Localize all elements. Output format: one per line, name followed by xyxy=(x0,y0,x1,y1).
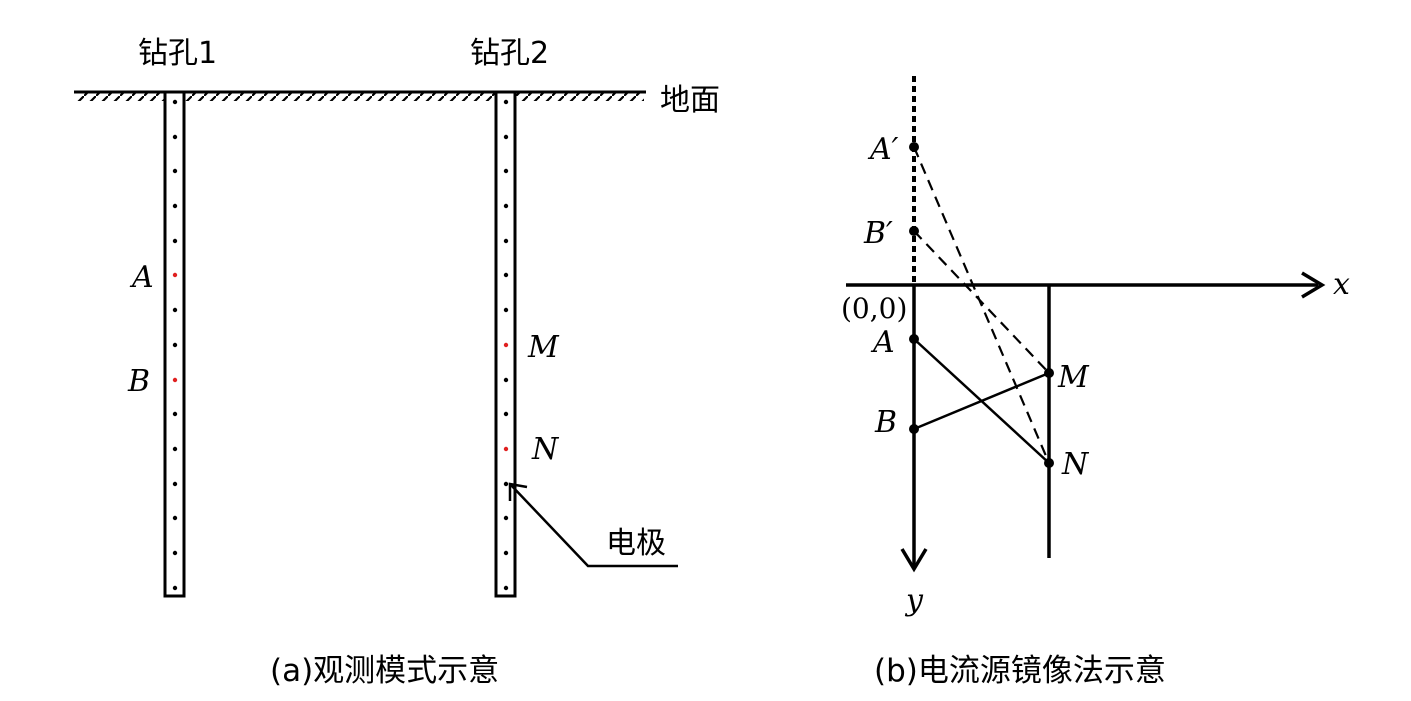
active-electrode xyxy=(503,446,509,452)
origin-label: (0,0) xyxy=(841,292,907,325)
line-b-image-to-m xyxy=(913,230,1050,374)
borehole-1-label: 钻孔1 xyxy=(138,36,217,71)
electrode xyxy=(172,342,178,348)
ground-label: 地面 xyxy=(660,83,720,118)
electrode xyxy=(503,134,509,140)
point-b-label: B xyxy=(127,364,150,399)
y-axis-label: y xyxy=(904,583,924,618)
line-a-image-to-n xyxy=(912,146,1051,464)
electrode xyxy=(172,585,178,591)
electrode xyxy=(503,238,509,244)
electrode xyxy=(172,238,178,244)
electrode xyxy=(503,307,509,313)
borehole-2-label: 钻孔2 xyxy=(470,36,549,71)
point-b xyxy=(909,424,919,434)
electrode xyxy=(172,307,178,313)
point-m-label-b: M xyxy=(1057,360,1090,395)
point-b-label-b: B xyxy=(874,405,897,440)
panel-b: A′ B′ (0,0) A B M N x y (b)电流源镜像法示意 xyxy=(841,76,1350,689)
point-b-image-label: B′ xyxy=(863,216,893,251)
electrode xyxy=(172,168,178,174)
electrode xyxy=(172,411,178,417)
active-electrode xyxy=(172,272,178,278)
electrode-pointer-arrowhead xyxy=(508,482,528,501)
electrode xyxy=(503,377,509,383)
electrode xyxy=(503,168,509,174)
point-a-label: A xyxy=(129,260,154,295)
electrode-label: 电极 xyxy=(606,526,666,561)
x-axis-label: x xyxy=(1333,267,1350,302)
caption-a: (a)观测模式示意 xyxy=(270,653,499,689)
electrode xyxy=(503,272,509,278)
point-n-label-b: N xyxy=(1061,447,1090,482)
electrode xyxy=(172,481,178,487)
point-a-image-label: A′ xyxy=(867,132,899,167)
borehole-2-electrodes xyxy=(503,99,509,591)
point-n xyxy=(1044,458,1054,468)
y-axis-arrowhead xyxy=(900,548,928,573)
point-b-image xyxy=(909,226,919,236)
electrode xyxy=(172,515,178,521)
line-b-to-m xyxy=(913,371,1050,431)
electrode xyxy=(503,203,509,209)
electrode xyxy=(503,585,509,591)
panel-a: 钻孔1 钻孔2 地面 A B M N 电极 (a)观测模式示意 xyxy=(74,36,720,689)
borehole-1-electrodes xyxy=(172,99,178,591)
electrode xyxy=(503,411,509,417)
ground-hatching xyxy=(76,92,644,101)
electrode xyxy=(172,134,178,140)
electrode xyxy=(172,446,178,452)
point-n-label: N xyxy=(531,432,560,467)
electrode xyxy=(172,99,178,105)
point-a-image xyxy=(909,142,919,152)
electrode xyxy=(172,203,178,209)
point-m-label: M xyxy=(527,330,560,365)
electrode xyxy=(503,481,509,487)
x-axis-arrowhead xyxy=(1301,271,1326,299)
electrode xyxy=(503,99,509,105)
electrode xyxy=(172,550,178,556)
point-a-label-b: A xyxy=(870,325,895,360)
active-electrode xyxy=(503,342,509,348)
electrode xyxy=(503,550,509,556)
caption-b: (b)电流源镜像法示意 xyxy=(874,653,1166,689)
electrode-pointer-line xyxy=(509,483,678,568)
point-m xyxy=(1044,368,1054,378)
electrode xyxy=(503,515,509,521)
point-a xyxy=(909,334,919,344)
active-electrode xyxy=(172,377,178,383)
